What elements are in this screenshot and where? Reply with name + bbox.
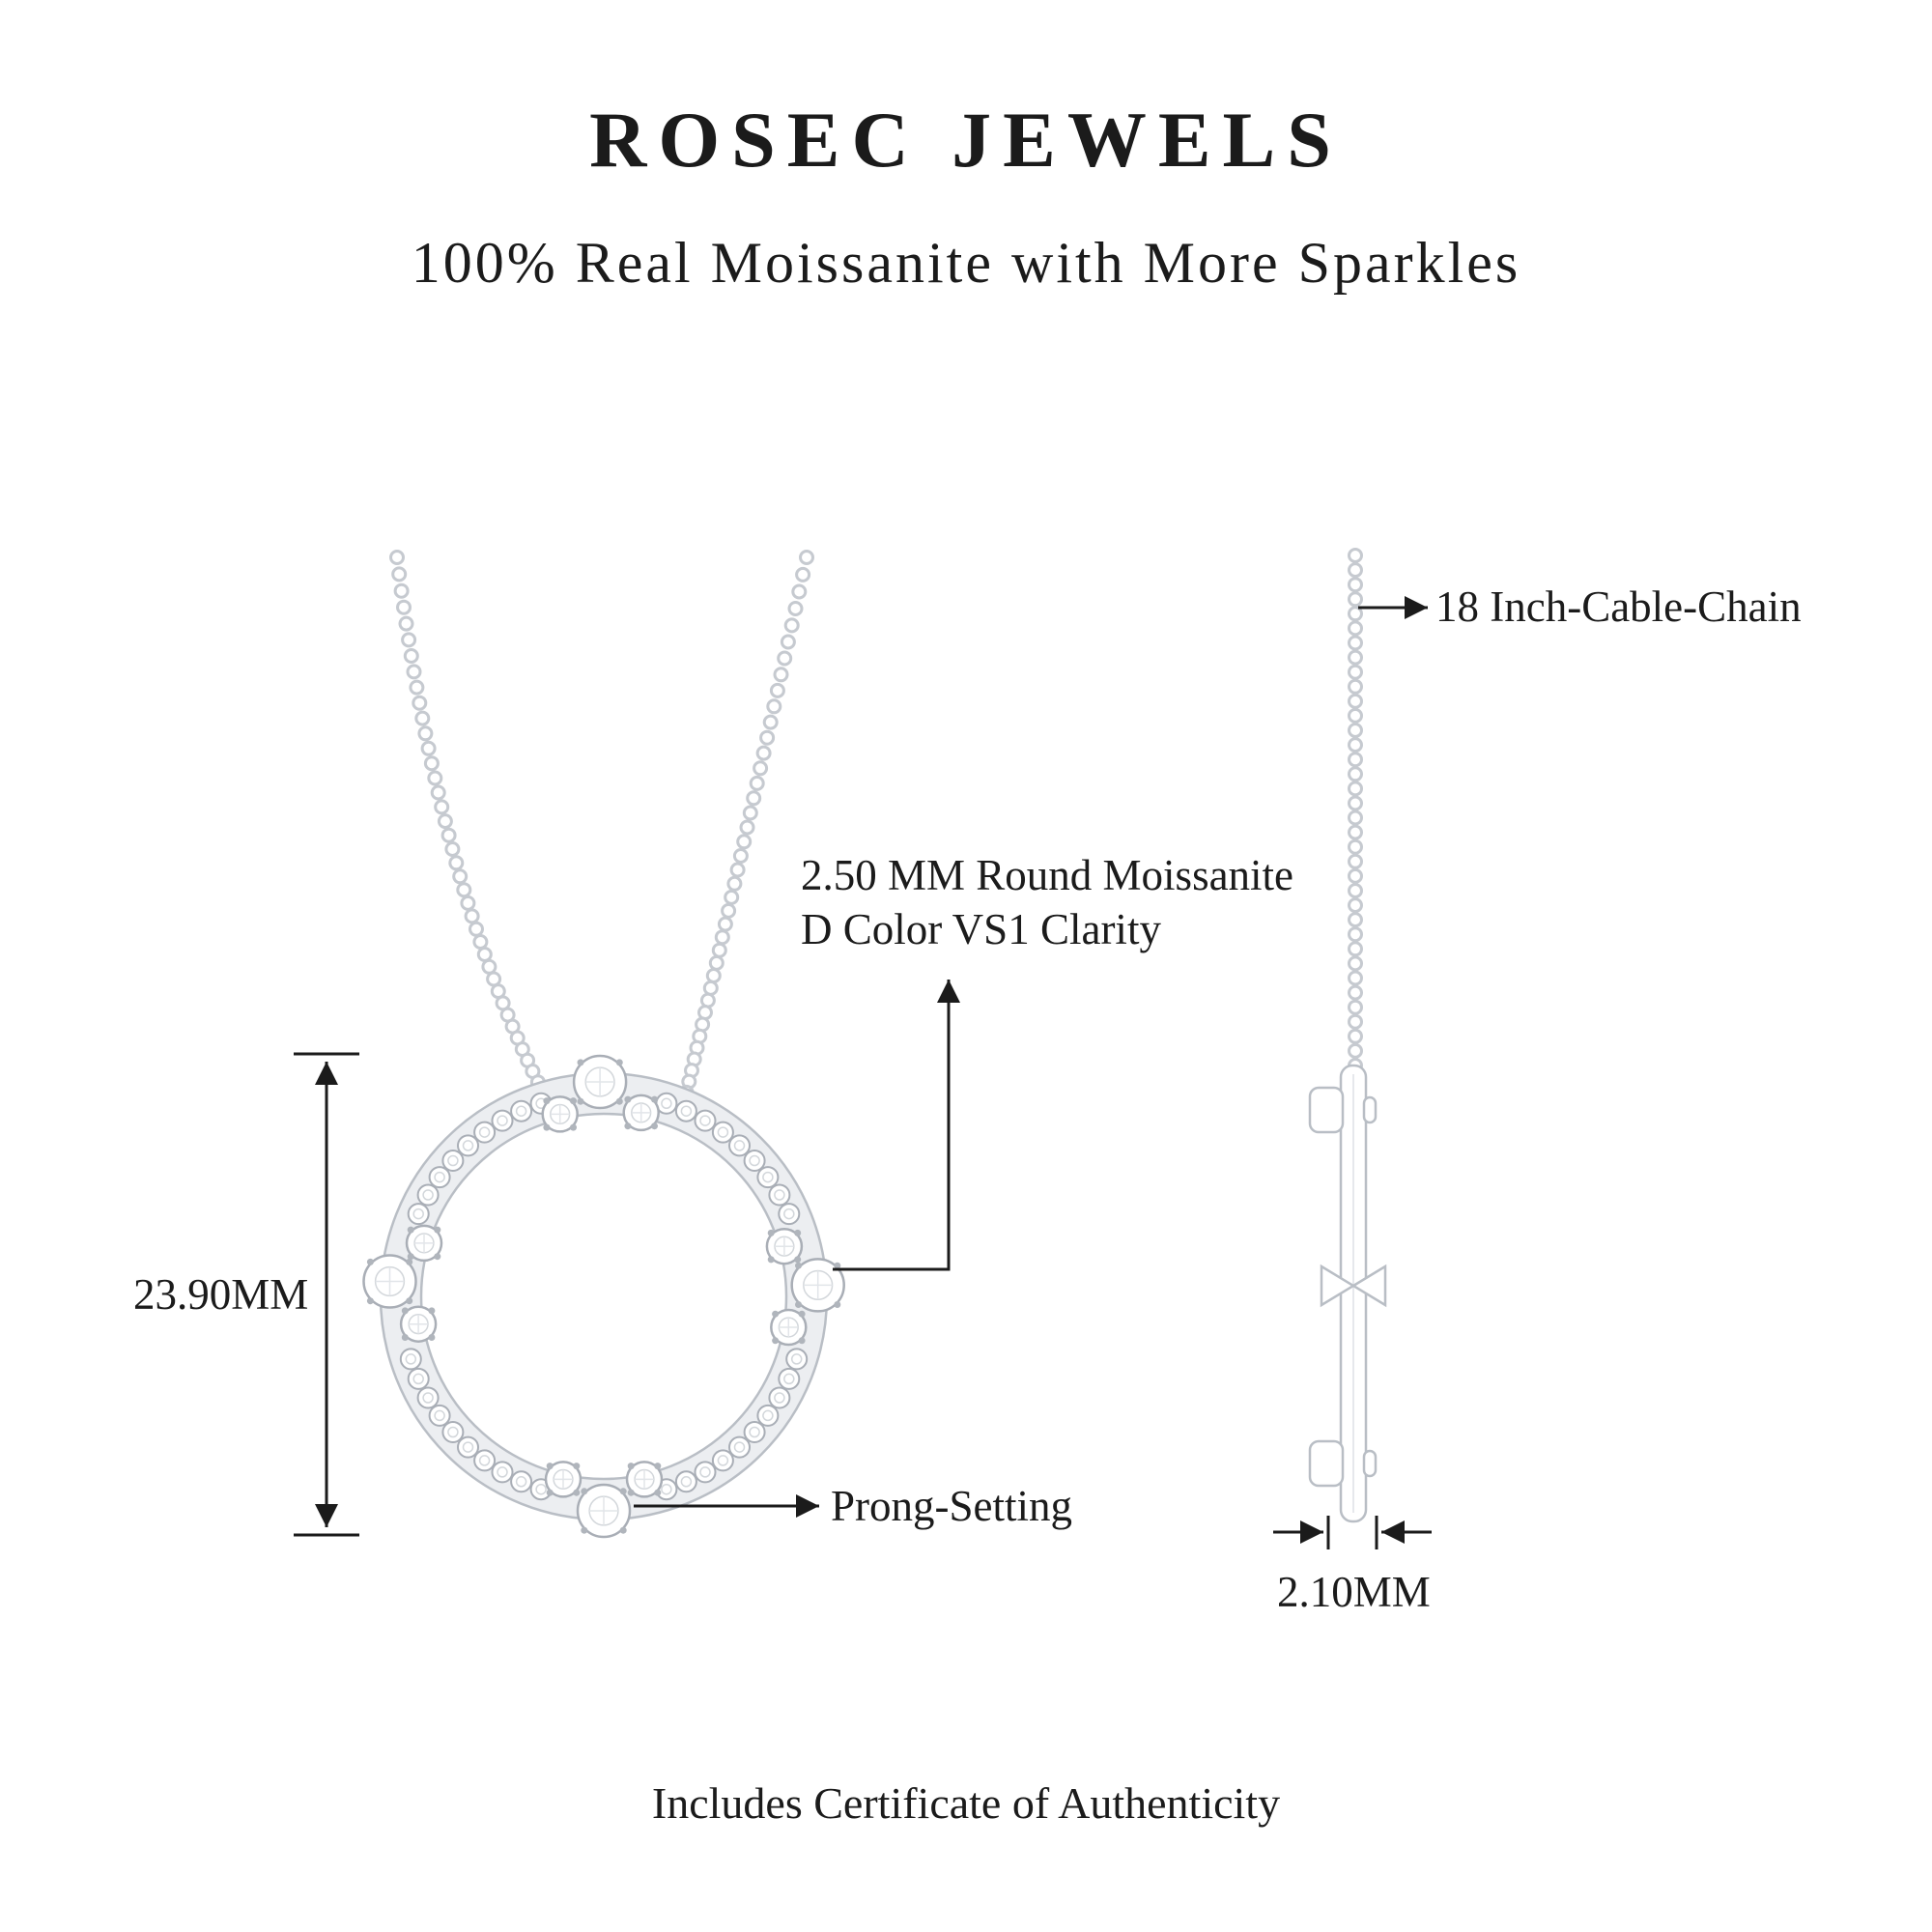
stone-spec-line2: D Color VS1 Clarity xyxy=(801,905,1161,954)
stone-spec-label: 2.50 MM Round Moissanite D Color VS1 Cla… xyxy=(801,848,1293,957)
side-middle-stone-right xyxy=(1350,1264,1387,1308)
tagline: 100% Real Moissanite with More Sparkles xyxy=(411,231,1521,295)
front-view-chain xyxy=(389,550,814,1111)
pendant-front-view xyxy=(362,1054,845,1539)
pendant-height-label: 23.90MM xyxy=(133,1270,309,1319)
dimension-annotations xyxy=(294,596,1432,1549)
pendant-thickness-label: 2.10MM xyxy=(1277,1568,1431,1616)
side-top-stone xyxy=(1308,1086,1345,1134)
side-bottom-stone-right xyxy=(1362,1449,1378,1478)
brand-title: ROSEC JEWELS xyxy=(589,96,1343,184)
prong-setting-label: Prong-Setting xyxy=(831,1482,1073,1530)
authenticity-note: Includes Certificate of Authenticity xyxy=(651,1778,1281,1828)
stone-spec-line1: 2.50 MM Round Moissanite xyxy=(801,851,1294,899)
chain-length-label: 18 Inch-Cable-Chain xyxy=(1435,582,1802,631)
side-middle-stone-left xyxy=(1320,1264,1356,1308)
stone-leader-line xyxy=(833,980,960,1271)
side-top-stone-right xyxy=(1362,1095,1378,1124)
side-bottom-stone xyxy=(1308,1439,1345,1488)
pendant-side-view xyxy=(1308,1064,1387,1523)
side-view-chain xyxy=(1348,548,1363,1073)
